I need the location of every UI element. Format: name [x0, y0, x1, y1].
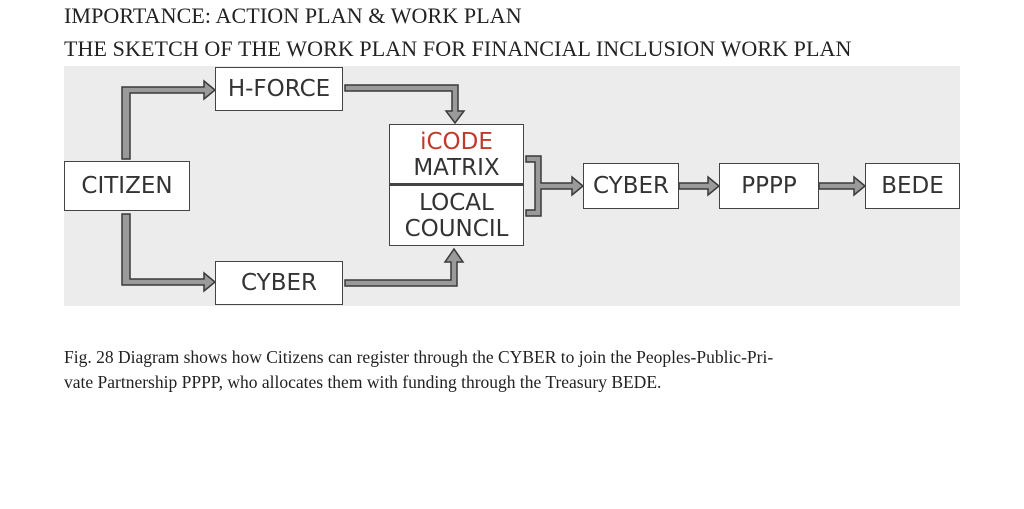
heading-line-1: IMPORTANCE: ACTION PLAN & WORK PLAN: [64, 3, 522, 28]
node-citizen-label: CITIZEN: [81, 173, 173, 199]
node-local-council: LOCAL COUNCIL: [390, 187, 523, 245]
council-label: COUNCIL: [404, 216, 509, 242]
arrow-stack-to-cyber: [525, 155, 585, 217]
node-pppp-label: PPPP: [741, 173, 797, 199]
stack-divider: [390, 183, 523, 186]
node-cyber-lower: CYBER: [215, 261, 343, 305]
arrow-citizen-to-cyber-lower: [121, 213, 217, 293]
arrow-cyber-to-pppp: [678, 175, 721, 197]
local-label: LOCAL: [419, 190, 494, 216]
icode-label: iCODE: [420, 129, 493, 155]
node-bede-label: BEDE: [881, 173, 944, 199]
node-bede: BEDE: [865, 163, 960, 209]
figure-caption: Fig. 28 Diagram shows how Citizens can r…: [64, 345, 964, 395]
arrow-citizen-to-hforce: [121, 79, 217, 160]
node-hforce-label: H-FORCE: [227, 76, 331, 102]
node-hforce: H-FORCE: [215, 67, 343, 111]
node-cyber-main: CYBER: [583, 163, 679, 209]
node-icode-matrix-local-council: iCODE MATRIX LOCAL COUNCIL: [389, 124, 524, 246]
caption-line-1: Fig. 28 Diagram shows how Citizens can r…: [64, 347, 774, 367]
arrow-cyber-lower-to-council: [344, 247, 465, 287]
node-pppp: PPPP: [719, 163, 819, 209]
work-plan-diagram: CITIZEN H-FORCE CYBER iCODE MATRIX LOCAL…: [64, 66, 960, 306]
diagram-connectors: [121, 79, 867, 293]
caption-line-2: vate Partnership PPPP, who allocates the…: [64, 372, 662, 392]
node-cyber-lower-label: CYBER: [241, 270, 317, 296]
node-cyber-main-label: CYBER: [593, 173, 669, 199]
arrow-hforce-to-icode: [344, 84, 466, 125]
node-icode-matrix: iCODE MATRIX: [390, 125, 523, 185]
heading-line-2: THE SKETCH OF THE WORK PLAN FOR FINANCIA…: [64, 36, 852, 61]
node-citizen: CITIZEN: [64, 161, 190, 211]
arrow-pppp-to-bede: [818, 175, 867, 197]
matrix-label: MATRIX: [413, 155, 500, 181]
